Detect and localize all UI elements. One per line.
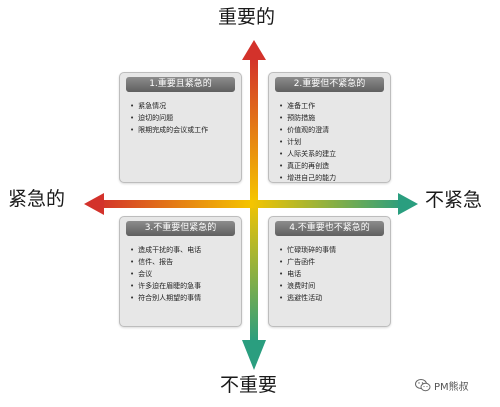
quadrant-item: 限期完成的会议或工作 — [130, 124, 241, 136]
quadrant-important-not-urgent: 2.重要但不紧急的 准备工作预防措施价值观的澄清计划人际关系的建立真正的再创造增… — [268, 72, 391, 183]
quadrant-title: 1.重要且紧急的 — [126, 77, 235, 92]
quadrant-item-list: 造成干扰的事、电话信件、报告会议许多迫在眉睫的急事符合别人期望的事情 — [130, 244, 241, 304]
quadrant-item: 预防措施 — [279, 112, 390, 124]
quadrant-not-important-urgent: 3.不重要但紧急的 造成干扰的事、电话信件、报告会议许多迫在眉睫的急事符合别人期… — [119, 216, 242, 327]
quadrant-item: 迫切的问题 — [130, 112, 241, 124]
quadrant-item: 真正的再创造 — [279, 160, 390, 172]
quadrant-title: 3.不重要但紧急的 — [126, 221, 235, 236]
quadrant-item: 信件、报告 — [130, 256, 241, 268]
quadrant-item: 会议 — [130, 268, 241, 280]
quadrant-item-list: 忙碌琐碎的事情广告函件电话浪费时间逃避性活动 — [279, 244, 390, 304]
axis-label-not-important: 不重要 — [220, 374, 278, 396]
axis-label-urgent: 紧急的 — [8, 188, 66, 210]
quadrant-title: 4.不重要也不紧急的 — [275, 221, 384, 236]
vertical-axis-arrowhead-top — [242, 40, 266, 60]
quadrant-item: 逃避性活动 — [279, 292, 390, 304]
quadrant-item: 许多迫在眉睫的急事 — [130, 280, 241, 292]
horizontal-axis-arrowhead-left — [84, 193, 104, 215]
quadrant-item: 紧急情况 — [130, 100, 241, 112]
horizontal-axis-shaft — [98, 200, 404, 208]
quadrant-item-list: 准备工作预防措施价值观的澄清计划人际关系的建立真正的再创造增进自己的能力 — [279, 100, 390, 184]
quadrant-item: 价值观的澄清 — [279, 124, 390, 136]
axis-label-important: 重要的 — [218, 6, 276, 28]
watermark: PM熊叔 — [415, 378, 469, 393]
vertical-axis-arrowhead-bottom — [242, 340, 266, 370]
quadrant-item: 浪费时间 — [279, 280, 390, 292]
quadrant-item-list: 紧急情况迫切的问题限期完成的会议或工作 — [130, 100, 241, 136]
horizontal-axis-arrowhead-right — [398, 193, 418, 215]
quadrant-title: 2.重要但不紧急的 — [275, 77, 384, 92]
quadrant-item: 广告函件 — [279, 256, 390, 268]
quadrant-item: 忙碌琐碎的事情 — [279, 244, 390, 256]
quadrant-item: 人际关系的建立 — [279, 148, 390, 160]
quadrant-item: 计划 — [279, 136, 390, 148]
quadrant-item: 电话 — [279, 268, 390, 280]
quadrant-item: 准备工作 — [279, 100, 390, 112]
quadrant-important-urgent: 1.重要且紧急的 紧急情况迫切的问题限期完成的会议或工作 — [119, 72, 242, 183]
quadrant-item: 增进自己的能力 — [279, 172, 390, 184]
quadrant-item: 造成干扰的事、电话 — [130, 244, 241, 256]
watermark-text: PM熊叔 — [434, 382, 469, 393]
wechat-icon — [415, 379, 431, 392]
quadrant-item: 符合别人期望的事情 — [130, 292, 241, 304]
axis-label-not-urgent: 不紧急 — [425, 189, 483, 211]
quadrant-not-important-not-urgent: 4.不重要也不紧急的 忙碌琐碎的事情广告函件电话浪费时间逃避性活动 — [268, 216, 391, 327]
